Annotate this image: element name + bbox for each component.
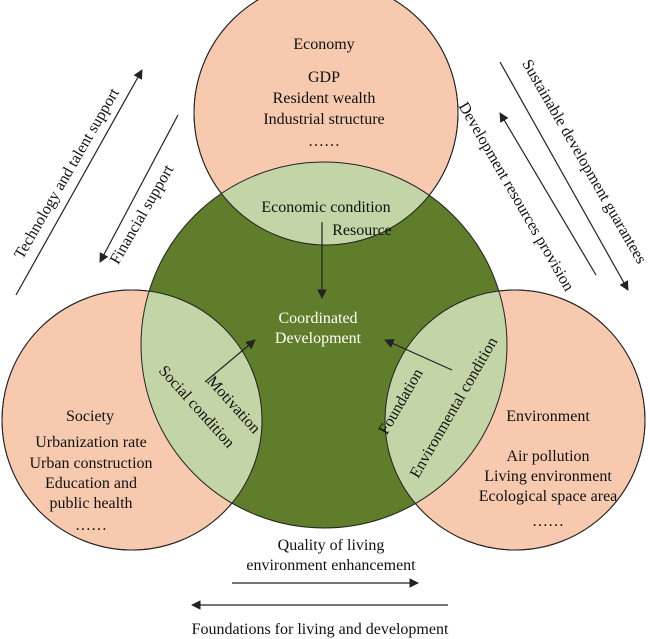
tech-talent-label: Technology and talent support: [11, 85, 123, 262]
society-item-education: Education and: [45, 475, 137, 492]
society-item-ellipsis: ……: [75, 517, 107, 534]
society-circle-outline: [1, 289, 263, 551]
motivation-arrow: [204, 339, 256, 383]
foundation-arrow: [384, 339, 453, 371]
center-title-line1: Coordinated: [278, 310, 357, 327]
environment-title: Environment: [506, 408, 590, 425]
quality-label-line2: environment enhancement: [246, 557, 416, 574]
society-item-public-health: public health: [49, 495, 132, 512]
quality-label-line1: Quality of living: [278, 537, 385, 554]
resource-label: Resource: [332, 222, 392, 239]
sustainable-arrow: [499, 61, 629, 291]
environment-overlap: [385, 290, 507, 528]
economy-item-industrial-structure: Industrial structure: [263, 111, 384, 128]
economy-item-ellipsis: ……: [308, 133, 340, 150]
economy-circle-outline: [193, 0, 459, 246]
economy-item-gdp: GDP: [308, 69, 340, 86]
society-item-urbanization: Urbanization rate: [35, 434, 147, 451]
center-circle-outline: [140, 161, 508, 529]
society-item-urban-construction: Urban construction: [29, 455, 152, 472]
economic-condition-label: Economic condition: [261, 199, 390, 216]
society-title: Society: [66, 408, 114, 425]
tech-talent-arrow: [15, 69, 143, 296]
environment-item-ellipsis: ……: [532, 513, 564, 530]
economy-item-resident-wealth: Resident wealth: [273, 90, 376, 107]
financial-arrow: [99, 114, 179, 263]
dev-resources-arrow: [499, 112, 597, 276]
center-title-line2: Development: [275, 330, 362, 347]
foundations-label: Foundations for living and development: [192, 621, 449, 638]
economy-title: Economy: [293, 36, 354, 53]
society-overlap: [141, 290, 262, 528]
environment-item-air-pollution: Air pollution: [506, 448, 589, 465]
environment-circle-outline: [384, 289, 646, 551]
environment-item-living-environment: Living environment: [484, 468, 612, 485]
environment-item-ecological-space: Ecological space area: [479, 488, 618, 505]
